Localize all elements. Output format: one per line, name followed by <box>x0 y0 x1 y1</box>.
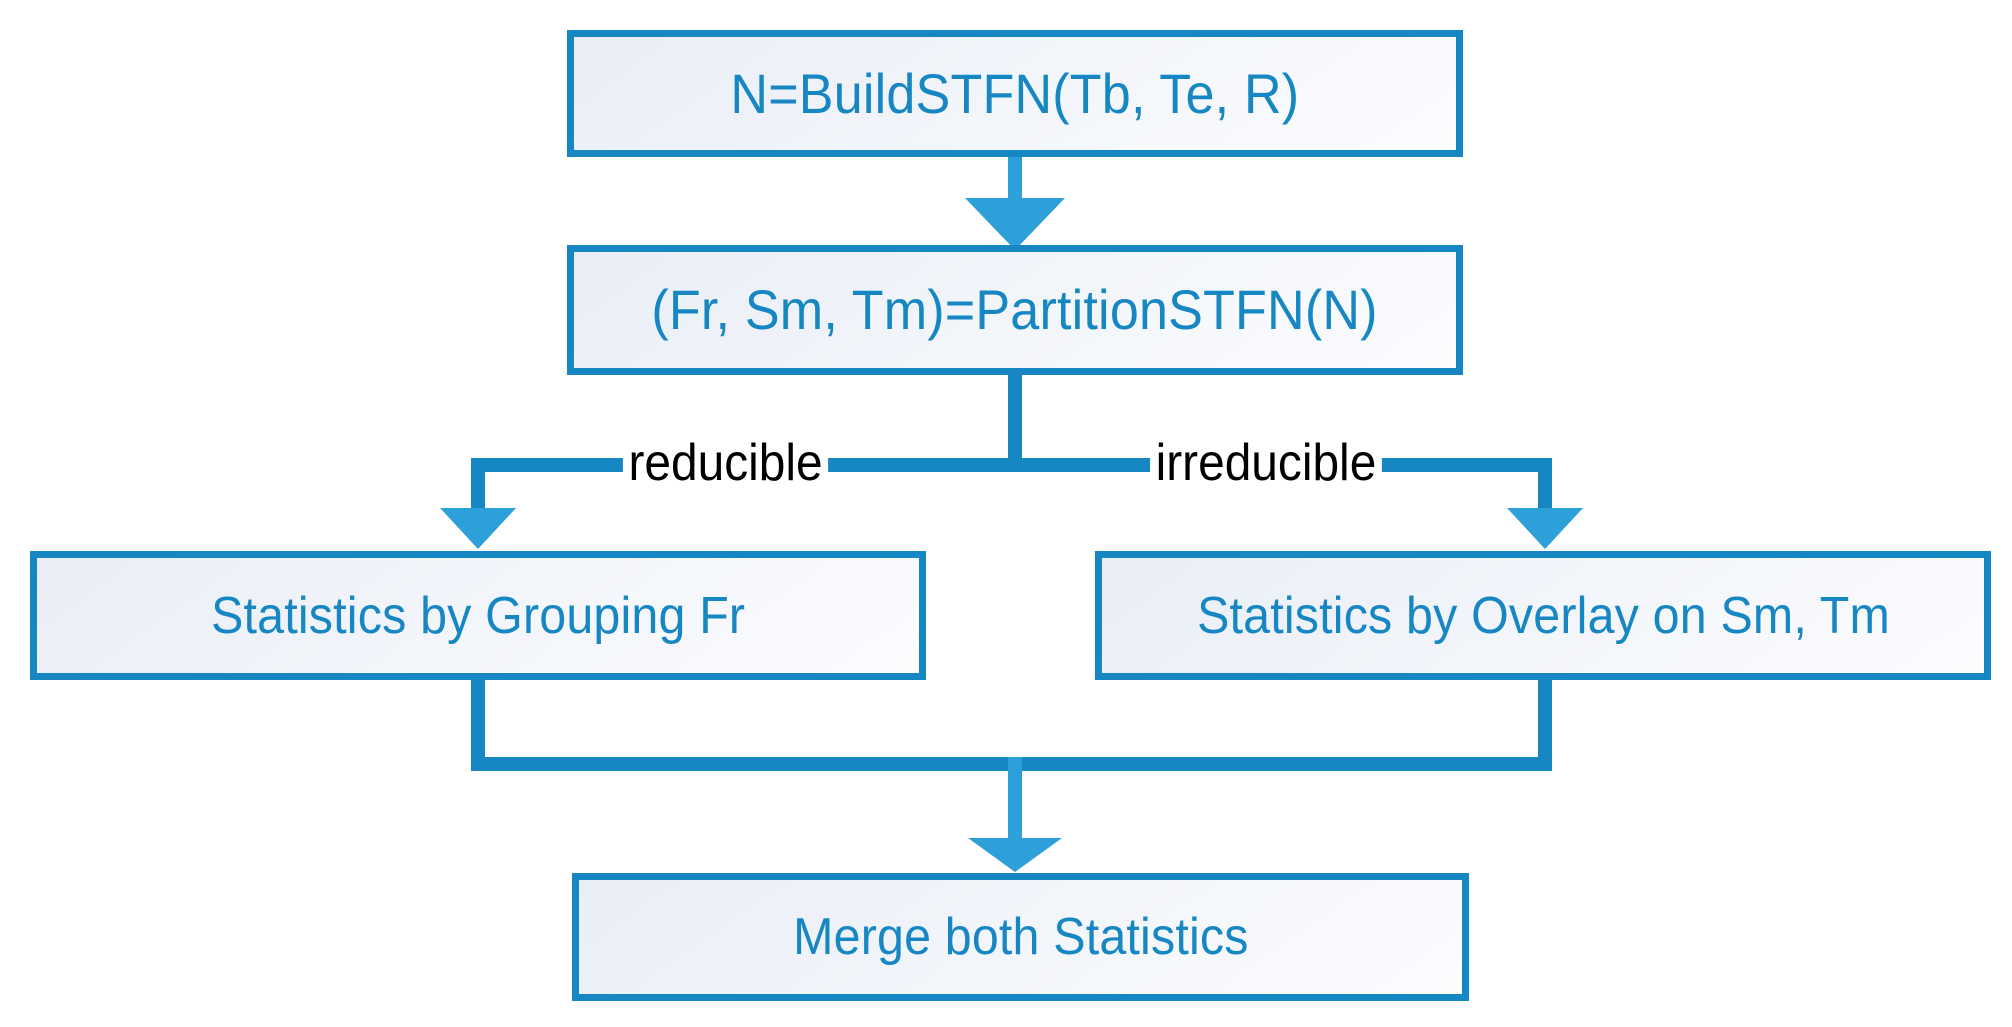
node-statistics-overlay-sm-tm[interactable]: Statistics by Overlay on Sm, Tm <box>1095 551 1991 680</box>
edge-label-reducible: reducible <box>622 437 829 489</box>
node-partition-stfn-label: (Fr, Sm, Tm)=PartitionSTFN(N) <box>651 278 1379 341</box>
edge-build-to-partition <box>965 157 1065 250</box>
node-merge-statistics-label: Merge both Statistics <box>792 908 1249 966</box>
edge-partition-to-group-fr <box>440 458 516 549</box>
node-build-stfn[interactable]: N=BuildSTFN(Tb, Te, R) <box>567 30 1463 157</box>
edge-partition-to-overlay <box>1507 458 1583 549</box>
node-statistics-grouping-fr[interactable]: Statistics by Grouping Fr <box>30 551 926 680</box>
node-statistics-overlay-sm-tm-label: Statistics by Overlay on Sm, Tm <box>1196 586 1890 645</box>
node-merge-statistics[interactable]: Merge both Statistics <box>572 873 1469 1001</box>
edge-statistics-to-merge <box>471 680 1552 872</box>
node-statistics-grouping-fr-label: Statistics by Grouping Fr <box>210 586 746 645</box>
edge-label-irreducible: irreducible <box>1150 437 1382 489</box>
node-partition-stfn[interactable]: (Fr, Sm, Tm)=PartitionSTFN(N) <box>567 245 1463 375</box>
node-build-stfn-label: N=BuildSTFN(Tb, Te, R) <box>730 61 1300 125</box>
